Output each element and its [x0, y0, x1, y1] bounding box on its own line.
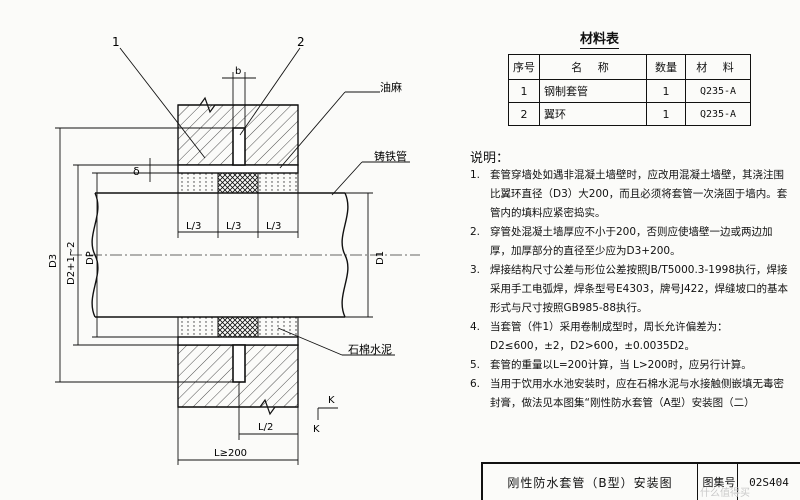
header-material: 材 料 — [685, 54, 751, 80]
dim-l3-2: L/3 — [226, 221, 241, 232]
header-no: 序号 — [508, 54, 540, 80]
dim-l-total: L≥200 — [214, 448, 247, 459]
section-k-2: K — [313, 424, 320, 435]
note-text: 套管穿墙处如遇非混凝土墙壁时，应改用混凝土墙壁，其浇注围比翼环直径（D3）大20… — [490, 169, 788, 219]
list-item: 4. 当套管（件1）采用卷制成型时，周长允许偏差为：D2≤600，±2，D2>60… — [470, 318, 790, 356]
drawing-title: 刚性防水套管（B型）安装图 — [483, 464, 698, 500]
note-number: 4. — [470, 321, 481, 333]
atlas-number: 02S404 — [749, 475, 789, 489]
label-asbestos-cement: 石棉水泥 — [348, 342, 392, 356]
note-text: 当套管（件1）采用卷制成型时，周长允许偏差为：D2≤600，±2，D2>600，… — [490, 321, 728, 352]
dim-delta: δ — [133, 165, 140, 178]
sleeve-section-drawing: 1 2 油麻 铸铁管 石棉水泥 b δ L/3 L/3 L/3 D3 D2+1~… — [48, 35, 420, 465]
dim-d2: D2+1~2 — [66, 241, 77, 285]
note-text: 当用于饮用水水池安装时，应在石棉水泥与水接触侧嵌填无毒密封膏，做法见本图集“刚性… — [490, 378, 784, 409]
callout-1: 1 — [112, 35, 120, 49]
dimensions — [55, 47, 410, 465]
notes-heading: 说明： — [470, 151, 510, 166]
label-cast-iron-pipe: 铸铁管 — [374, 149, 407, 163]
table-row: 2 翼环 1 Q235-A — [508, 102, 751, 126]
cell-name: 翼环 — [539, 102, 647, 126]
note-number: 6. — [470, 378, 481, 390]
dim-d1: D1 — [375, 251, 386, 265]
note-text: 套管的重量以L=200计算，当 L>200时，应另行计算。 — [490, 359, 752, 371]
cell-no: 1 — [508, 79, 540, 103]
list-item: 5. 套管的重量以L=200计算，当 L>200时，应另行计算。 — [470, 356, 790, 375]
list-item: 6. 当用于饮用水水池安装时，应在石棉水泥与水接触侧嵌填无毒密封膏，做法见本图集“… — [470, 375, 790, 413]
list-item: 2. 穿管处混凝土墙厚应不小于200，否则应使墙壁一边或两边加厚，加厚部分的直径至… — [470, 223, 790, 261]
notes-list: 1. 套管穿墙处如遇非混凝土墙壁时，应改用混凝土墙壁，其浇注围比翼环直径（D3）大… — [470, 166, 790, 413]
table-row: 1 钢制套管 1 Q235-A — [508, 79, 751, 103]
note-number: 3. — [470, 264, 481, 276]
cell-material: Q235-A — [685, 79, 751, 103]
dim-d3: D3 — [48, 254, 59, 268]
list-item: 3. 焊接结构尺寸公差与形位公差按照JB/T5000.3-1998执行，焊接采用手… — [470, 261, 790, 318]
note-text: 穿管处混凝土墙厚应不小于200，否则应使墙壁一边或两边加厚，加厚部分的直径至少应… — [490, 226, 773, 257]
header-name: 名 称 — [539, 54, 647, 80]
dim-l-half: L/2 — [258, 422, 273, 433]
dim-l3-1: L/3 — [186, 221, 201, 232]
label-oil-hemp: 油麻 — [380, 80, 402, 94]
dim-l3-3: L/3 — [266, 221, 281, 232]
dim-b: b — [235, 66, 241, 77]
note-number: 1. — [470, 169, 481, 181]
note-text: 焊接结构尺寸公差与形位公差按照JB/T5000.3-1998执行，焊接采用手工电… — [490, 264, 788, 314]
header-qty: 数量 — [646, 54, 686, 80]
wing-ring — [232, 127, 246, 383]
list-item: 1. 套管穿墙处如遇非混凝土墙壁时，应改用混凝土墙壁，其浇注围比翼环直径（D3）大… — [470, 166, 790, 223]
dim-dp: DP — [85, 251, 96, 265]
atlas-label: 图集号 — [701, 464, 738, 500]
materials-table: 序号 名 称 数量 材 料 1 钢制套管 1 Q235-A 2 翼环 1 Q23… — [508, 54, 751, 126]
cell-material: Q235-A — [685, 102, 751, 126]
callout-2: 2 — [297, 35, 305, 49]
cell-qty: 1 — [646, 102, 686, 126]
note-number: 5. — [470, 359, 481, 371]
materials-title: 材料表 — [580, 28, 620, 49]
note-number: 2. — [470, 226, 481, 238]
cell-name: 钢制套管 — [539, 79, 647, 103]
title-block: 刚性防水套管（B型）安装图 图集号 02S404 — [481, 462, 800, 500]
materials-header-row: 序号 名 称 数量 材 料 — [508, 54, 751, 80]
cell-qty: 1 — [646, 79, 686, 103]
section-k-1: K — [328, 395, 335, 406]
watermark: 什么值得买 — [700, 488, 750, 499]
cell-no: 2 — [508, 102, 540, 126]
cast-iron-pipe — [70, 192, 420, 318]
